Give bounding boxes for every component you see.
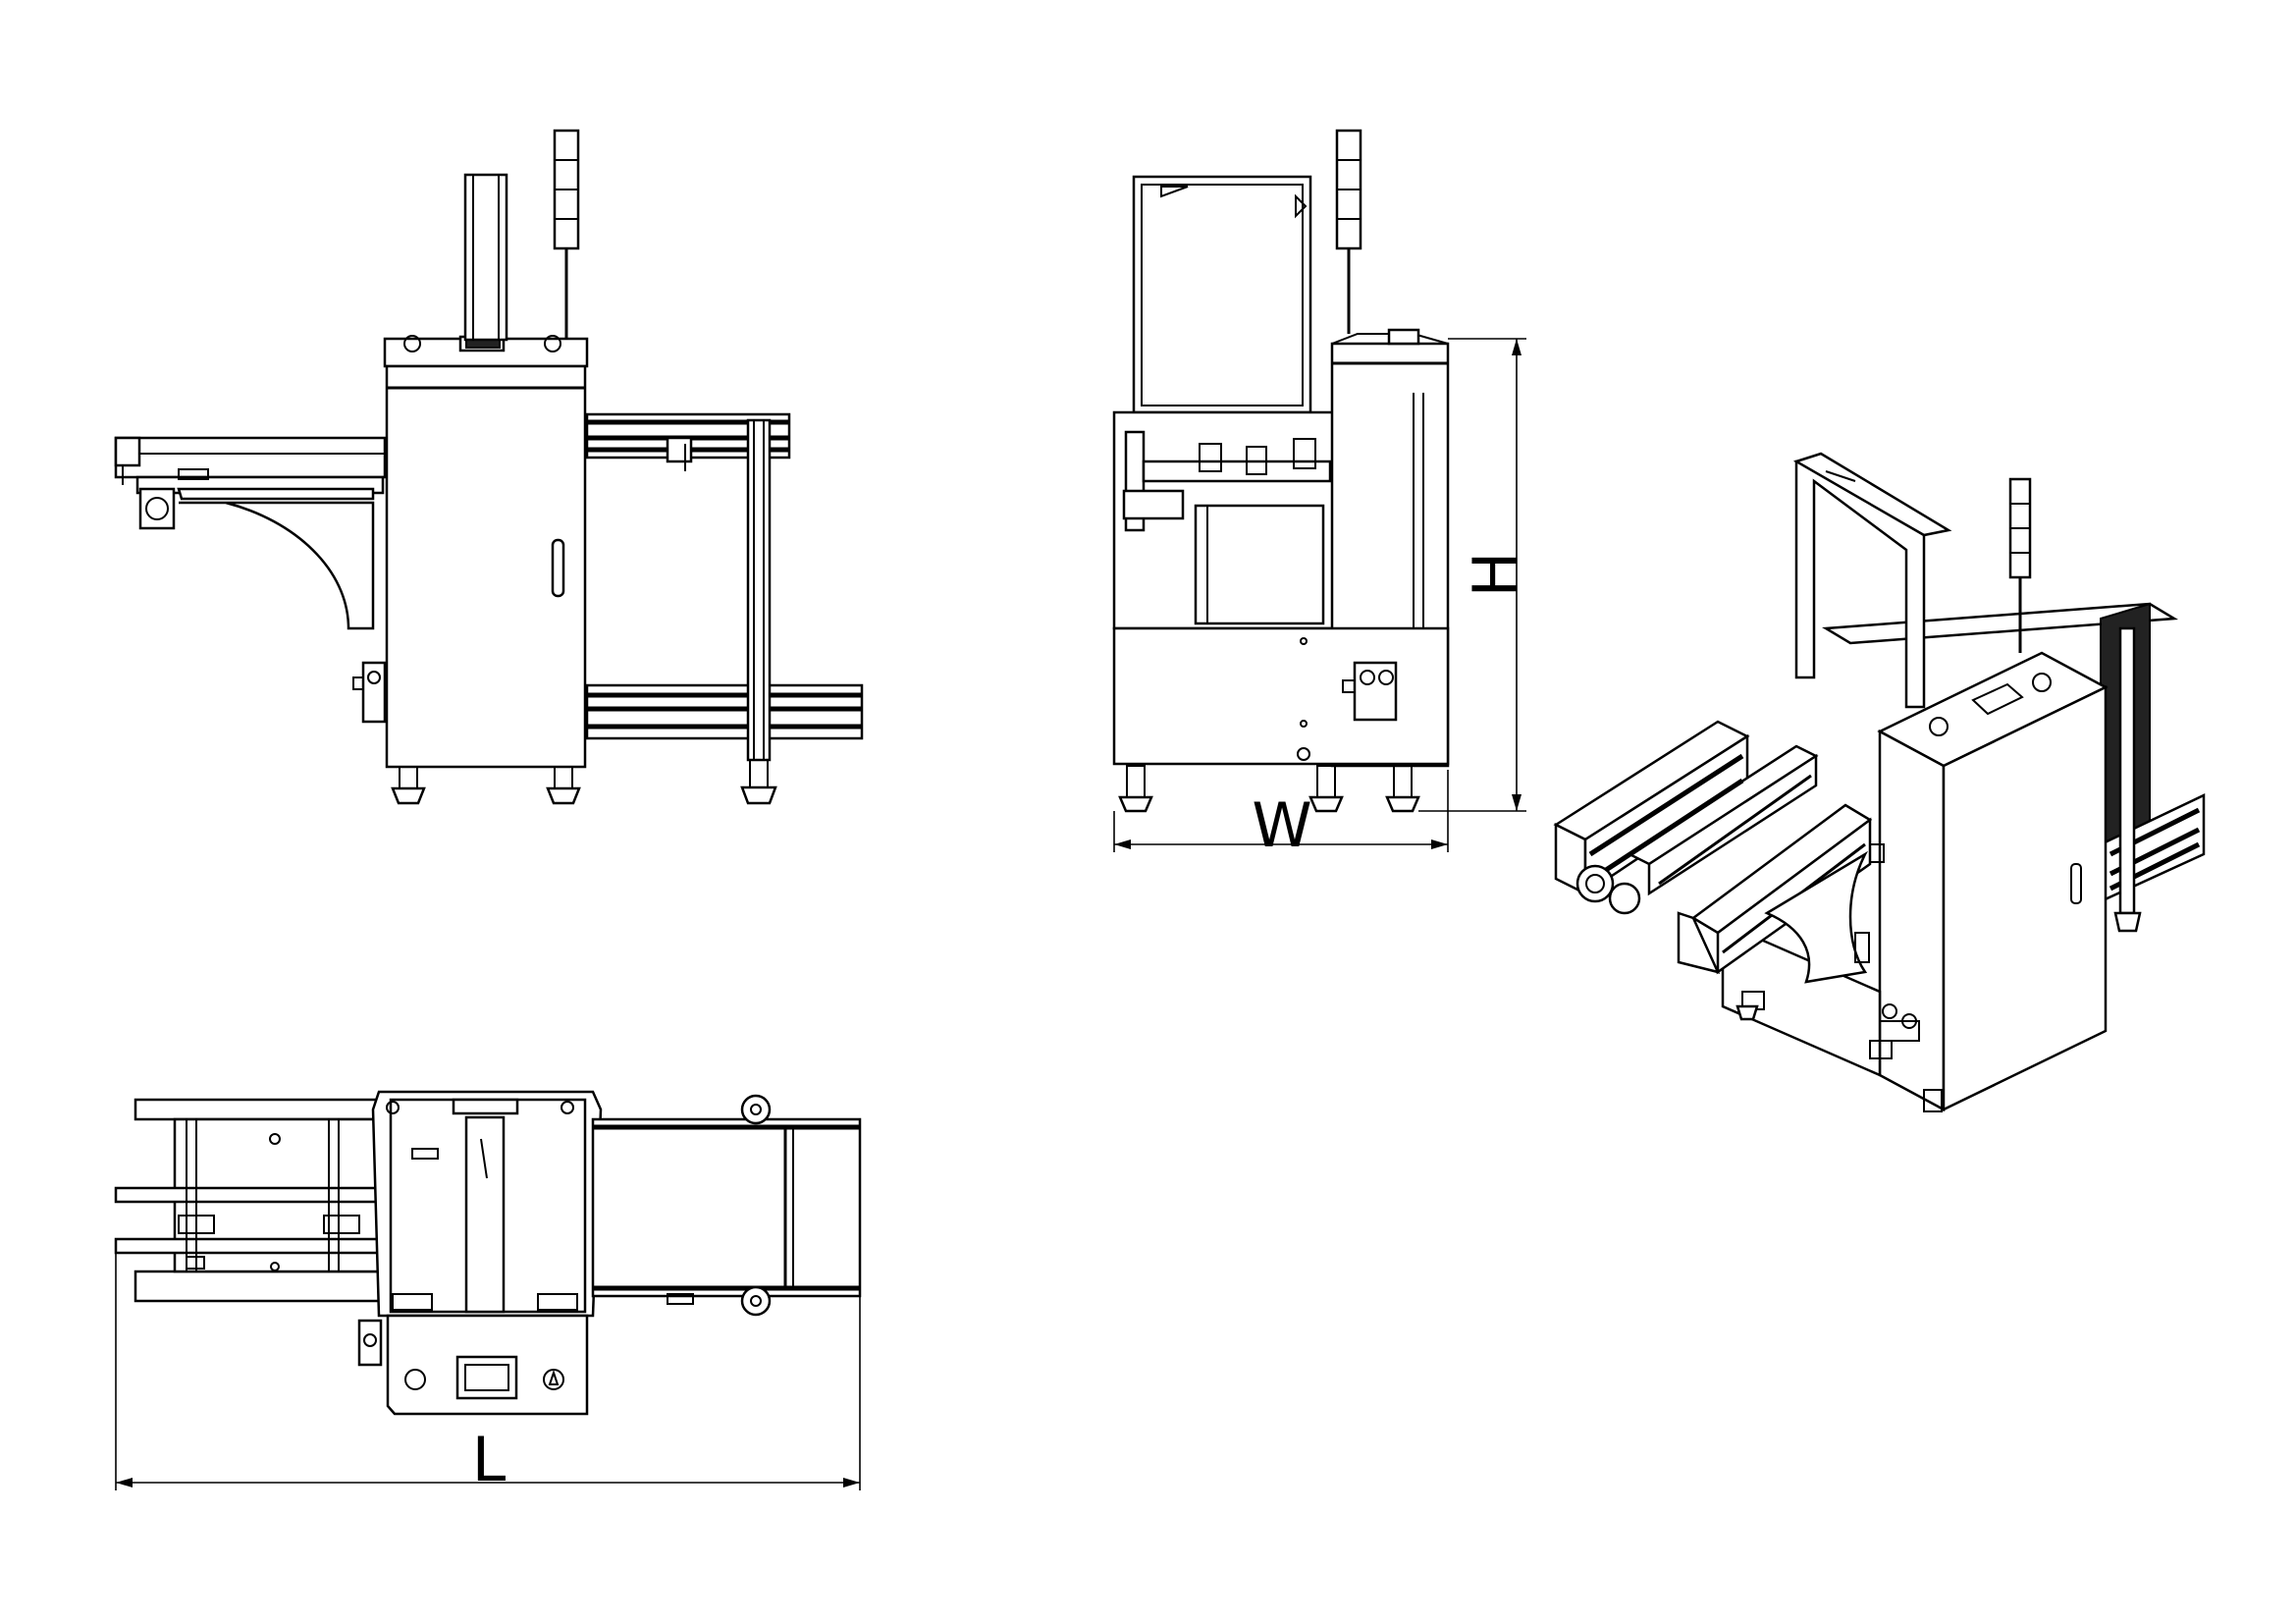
front-left-conveyor (114, 436, 387, 630)
length-label: L (472, 1424, 507, 1495)
width-dimension: W (1113, 770, 1449, 861)
isometric-view (1553, 452, 2206, 1112)
iso-air-filter (1879, 1003, 1920, 1042)
width-label: W (1252, 789, 1311, 861)
front-right-conveyor (585, 412, 864, 805)
height-dimension: H (1418, 338, 1531, 812)
front-cabinet (352, 129, 589, 805)
height-label: H (1460, 552, 1531, 598)
top-view (114, 1090, 862, 1416)
side-view (1112, 129, 1450, 813)
front-view (114, 129, 864, 805)
length-dimension: L (115, 1253, 861, 1495)
